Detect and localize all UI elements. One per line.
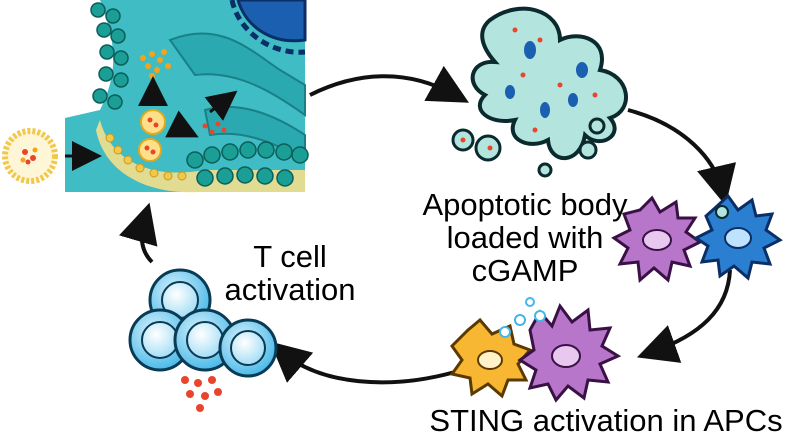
apoptotic-body bbox=[451, 6, 628, 178]
apoptotic-label-line3: cGAMP bbox=[471, 253, 579, 288]
apc-blue bbox=[693, 193, 783, 281]
apoptotic-label-line2: loaded with bbox=[446, 220, 604, 255]
t-cell bbox=[128, 308, 192, 372]
cgamp-release bbox=[140, 49, 227, 135]
t-cell-cluster bbox=[128, 268, 278, 412]
arrow-to-apc bbox=[627, 108, 737, 206]
arrow-to-apoptotic bbox=[309, 65, 469, 103]
cycle-arrows bbox=[119, 65, 737, 385]
tcell-label-line1: T cell bbox=[253, 239, 327, 274]
apoptotic-label-line1: Apoptotic body bbox=[422, 187, 628, 222]
sting-activation-label: STING activation in APCs bbox=[429, 403, 783, 438]
nucleus bbox=[236, 0, 307, 43]
plasma-membrane bbox=[90, 2, 129, 110]
tcell-label-line2: activation bbox=[224, 272, 356, 307]
uptake-arrows bbox=[138, 76, 238, 138]
arrow-to-tcell bbox=[269, 341, 456, 385]
activated-apc-purple bbox=[499, 297, 622, 403]
apc-purple bbox=[611, 195, 703, 283]
cell-uptake-panel bbox=[65, 0, 309, 193]
arrow-to-cell bbox=[119, 202, 158, 264]
endosome bbox=[138, 109, 166, 162]
activated-apc-orange bbox=[449, 317, 533, 399]
liposome bbox=[2, 128, 58, 184]
t-cell bbox=[218, 318, 278, 378]
fusion-membrane bbox=[96, 120, 309, 193]
cytokines bbox=[181, 376, 222, 412]
t-cell-activation-label: T cell activation bbox=[215, 240, 365, 306]
arrow-to-sting bbox=[636, 269, 732, 363]
apoptotic-body-label: Apoptotic body loaded with cGAMP bbox=[395, 188, 655, 287]
